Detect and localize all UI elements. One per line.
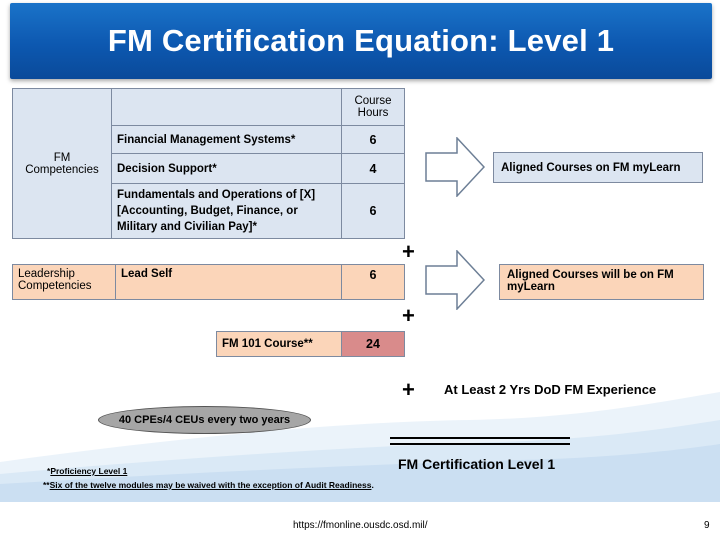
experience-requirement: At Least 2 Yrs DoD FM Experience xyxy=(444,382,657,397)
fm101-course-label: FM 101 Course** xyxy=(216,331,342,357)
course-label: Financial Management Systems* xyxy=(111,125,342,154)
course-hours-header: Course Hours xyxy=(341,88,405,126)
leadership-competencies-table: Leadership Competencies Lead Self 6 xyxy=(12,264,405,300)
course-label: Fundamentals and Operations of [X] [Acco… xyxy=(111,183,342,239)
background-wave xyxy=(0,392,720,502)
footnote-mark: * xyxy=(47,466,51,476)
plus-sign: + xyxy=(402,239,415,264)
course-label: Lead Self xyxy=(115,264,342,300)
equals-line xyxy=(390,443,570,445)
header-blank-cell xyxy=(111,88,342,126)
cpe-oval: 40 CPEs/4 CEUs every two years xyxy=(98,406,311,434)
right-arrow-icon xyxy=(425,137,485,197)
table-row: FM 101 Course** 24 xyxy=(216,331,405,357)
table-row: Decision Support* 4 xyxy=(13,153,405,184)
table-row: Leadership Competencies Lead Self 6 xyxy=(12,264,405,300)
aligned-courses-box: Aligned Courses on FM myLearn xyxy=(493,152,703,183)
certification-result: FM Certification Level 1 xyxy=(398,456,556,472)
footnote-end: . xyxy=(371,480,374,490)
course-hours: 4 xyxy=(341,153,405,184)
plus-sign: + xyxy=(402,377,415,402)
cpe-text: 40 CPEs/4 CEUs every two years xyxy=(118,414,291,426)
fm-competencies-label: FM Competencies xyxy=(12,88,112,239)
fm101-course-table: FM 101 Course** 24 xyxy=(216,331,405,357)
footnote-text: Six of the twelve modules may be waived … xyxy=(49,480,372,490)
course-hours: 6 xyxy=(341,264,405,300)
title-bar: FM Certification Equation: Level 1 xyxy=(10,3,712,79)
plus-sign: + xyxy=(402,303,415,328)
course-hours: 6 xyxy=(341,183,405,239)
course-label: Decision Support* xyxy=(111,153,342,184)
fm101-course-hours: 24 xyxy=(341,331,405,357)
slide-title: FM Certification Equation: Level 1 xyxy=(107,23,615,58)
course-hours: 6 xyxy=(341,125,405,154)
leadership-competencies-label: Leadership Competencies xyxy=(12,264,116,300)
table-row: Fundamentals and Operations of [X] [Acco… xyxy=(13,183,405,239)
equals-line xyxy=(390,437,570,439)
right-arrow-icon xyxy=(425,250,485,310)
footnote-mark: ** xyxy=(43,480,50,490)
footnote-text: Proficiency Level 1 xyxy=(50,466,128,476)
table-row: Financial Management Systems* 6 xyxy=(13,125,405,154)
footnote-2: **Six of the twelve modules may be waive… xyxy=(43,480,374,490)
footer-url: https://fmonline.ousdc.osd.mil/ xyxy=(293,520,428,531)
fm-competencies-table: FM Competencies Course Hours Financial M… xyxy=(12,88,405,239)
page-number: 9 xyxy=(704,520,710,531)
aligned-courses-future-box: Aligned Courses will be on FM myLearn xyxy=(499,264,704,300)
footnote-1: *Proficiency Level 1 xyxy=(47,466,127,476)
table-row: FM Competencies Course Hours xyxy=(12,88,405,239)
